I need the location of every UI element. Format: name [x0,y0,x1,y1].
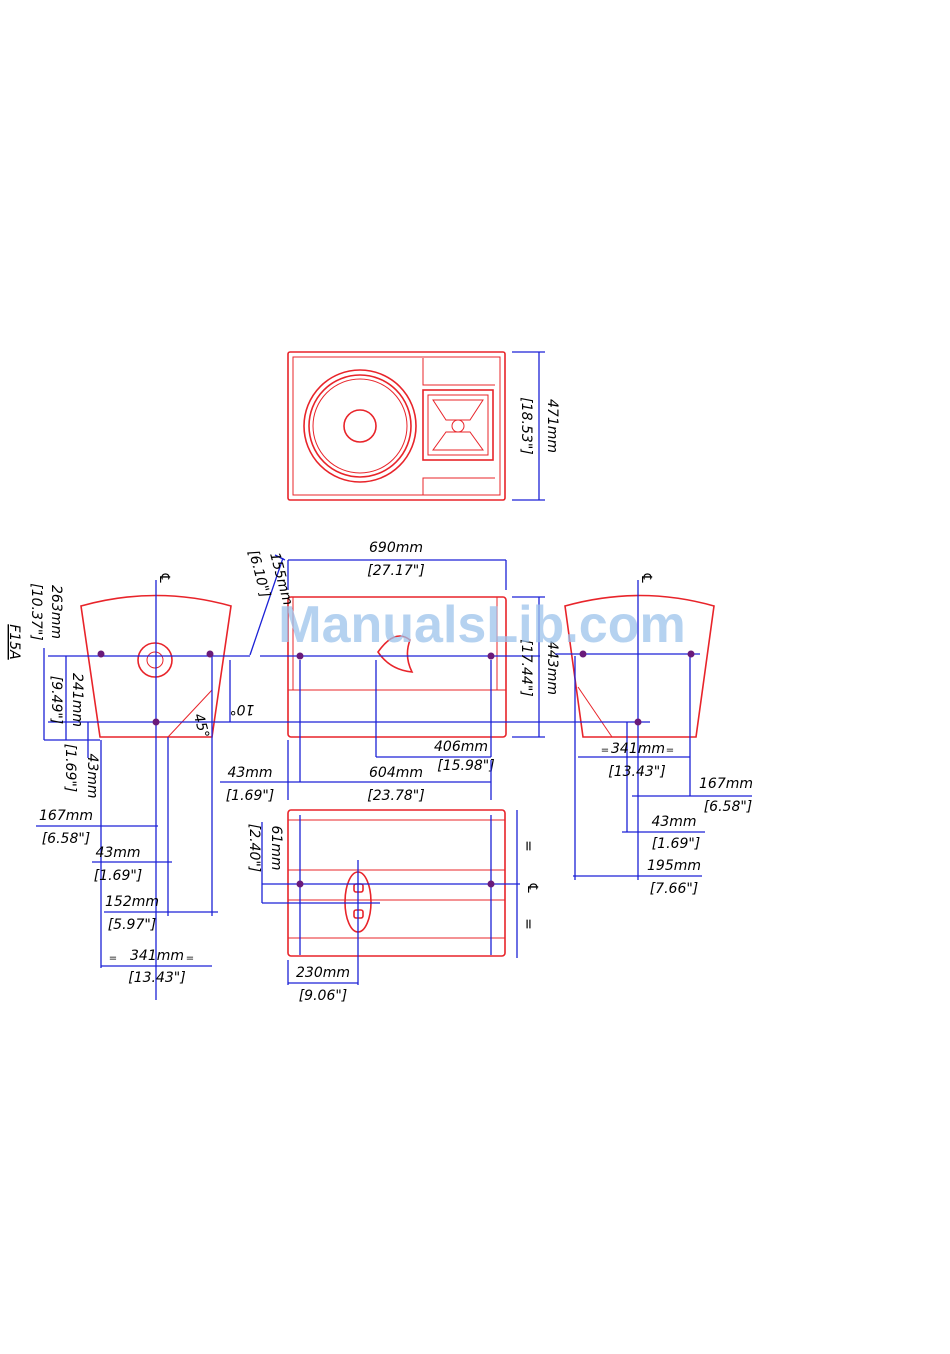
bottom-61-in: [2.40"] [246,824,262,873]
left-263-in: [10.37"] [28,583,44,640]
equal-mark: = [601,745,609,756]
bottom-230-in: [9.06"] [299,988,348,1004]
right-side-view: ℄ = 341mm = [13.43"] 167mm [6.58"] 43mm … [555,572,753,897]
left-43-in: [1.69"] [94,868,143,884]
right-341-in: [13.43"] [608,764,665,780]
side-angle: 45° [190,712,212,740]
mount-point [634,718,642,726]
equal-mark: = [520,840,536,852]
centerline-symbol: ℄ [524,882,540,895]
front-height-mm: 471mm [544,399,560,453]
mount-point [296,880,304,888]
mount-point [296,652,304,660]
bottom-view: 61mm [2.40"] = = ℄ 230mm [9.06"] [246,809,540,1004]
equal-mark: = [520,918,536,930]
left-167-mm: 167mm [39,808,93,824]
model-label: F15A [6,624,22,659]
bottom-230-mm: 230mm [296,965,350,981]
top-depth-in: [17.44"] [518,639,534,696]
equal-mark: = [666,745,674,756]
top-angle: 10° [230,701,255,717]
right-43-in: [1.69"] [652,836,701,852]
top-43-mm: 43mm [227,765,272,781]
top-width-mm: 690mm [369,540,423,556]
right-341-mm: 341mm [611,741,665,757]
mount-point [97,650,105,658]
top-604-mm: 604mm [369,765,423,781]
centerline-symbol: ℄ [638,572,654,585]
left-43-mm: 43mm [95,845,140,861]
mount-point [687,650,695,658]
bottom-61-mm: 61mm [268,825,284,870]
centerline-symbol: ℄ [156,572,172,585]
left-152-mm: 152mm [105,894,159,910]
right-195-in: [7.66"] [650,881,699,897]
mount-point [206,650,214,658]
mount-point [487,880,495,888]
top-width-in: [27.17"] [367,563,424,579]
left-341-in: [13.43"] [128,970,185,986]
equal-mark: = [109,953,117,964]
mount-point [152,718,160,726]
top-406-mm: 406mm [434,739,488,755]
left-side-view: ℄ 45° 263mm [10.37"] 241mm [9.49"] 43mm … [6,572,250,1000]
watermark: ManualsLib.com [278,596,685,654]
front-view: 471mm [18.53"] [287,351,560,501]
top-406-in: [15.98"] [437,758,494,774]
left-43v-in: [1.69"] [62,744,78,793]
equal-mark: = [186,953,194,964]
left-241-mm: 241mm [69,673,85,727]
top-604-in: [23.78"] [367,788,424,804]
left-43v-mm: 43mm [84,753,100,798]
left-241-in: [9.49"] [48,676,64,725]
front-height-in: [18.53"] [518,397,534,454]
mount-point [579,650,587,658]
right-167-in: [6.58"] [704,799,753,815]
right-195-mm: 195mm [647,858,701,874]
top-43-in: [1.69"] [226,788,275,804]
left-263-mm: 263mm [48,585,64,639]
right-43-mm: 43mm [651,814,696,830]
top-view: 690mm [27.17"] 443mm [17.44"] 155mm [6.1… [220,540,560,804]
left-341-mm: 341mm [130,948,184,964]
left-167-in: [6.58"] [42,831,91,847]
mount-point [487,652,495,660]
left-152-in: [5.97"] [108,917,157,933]
right-167-mm: 167mm [699,776,753,792]
